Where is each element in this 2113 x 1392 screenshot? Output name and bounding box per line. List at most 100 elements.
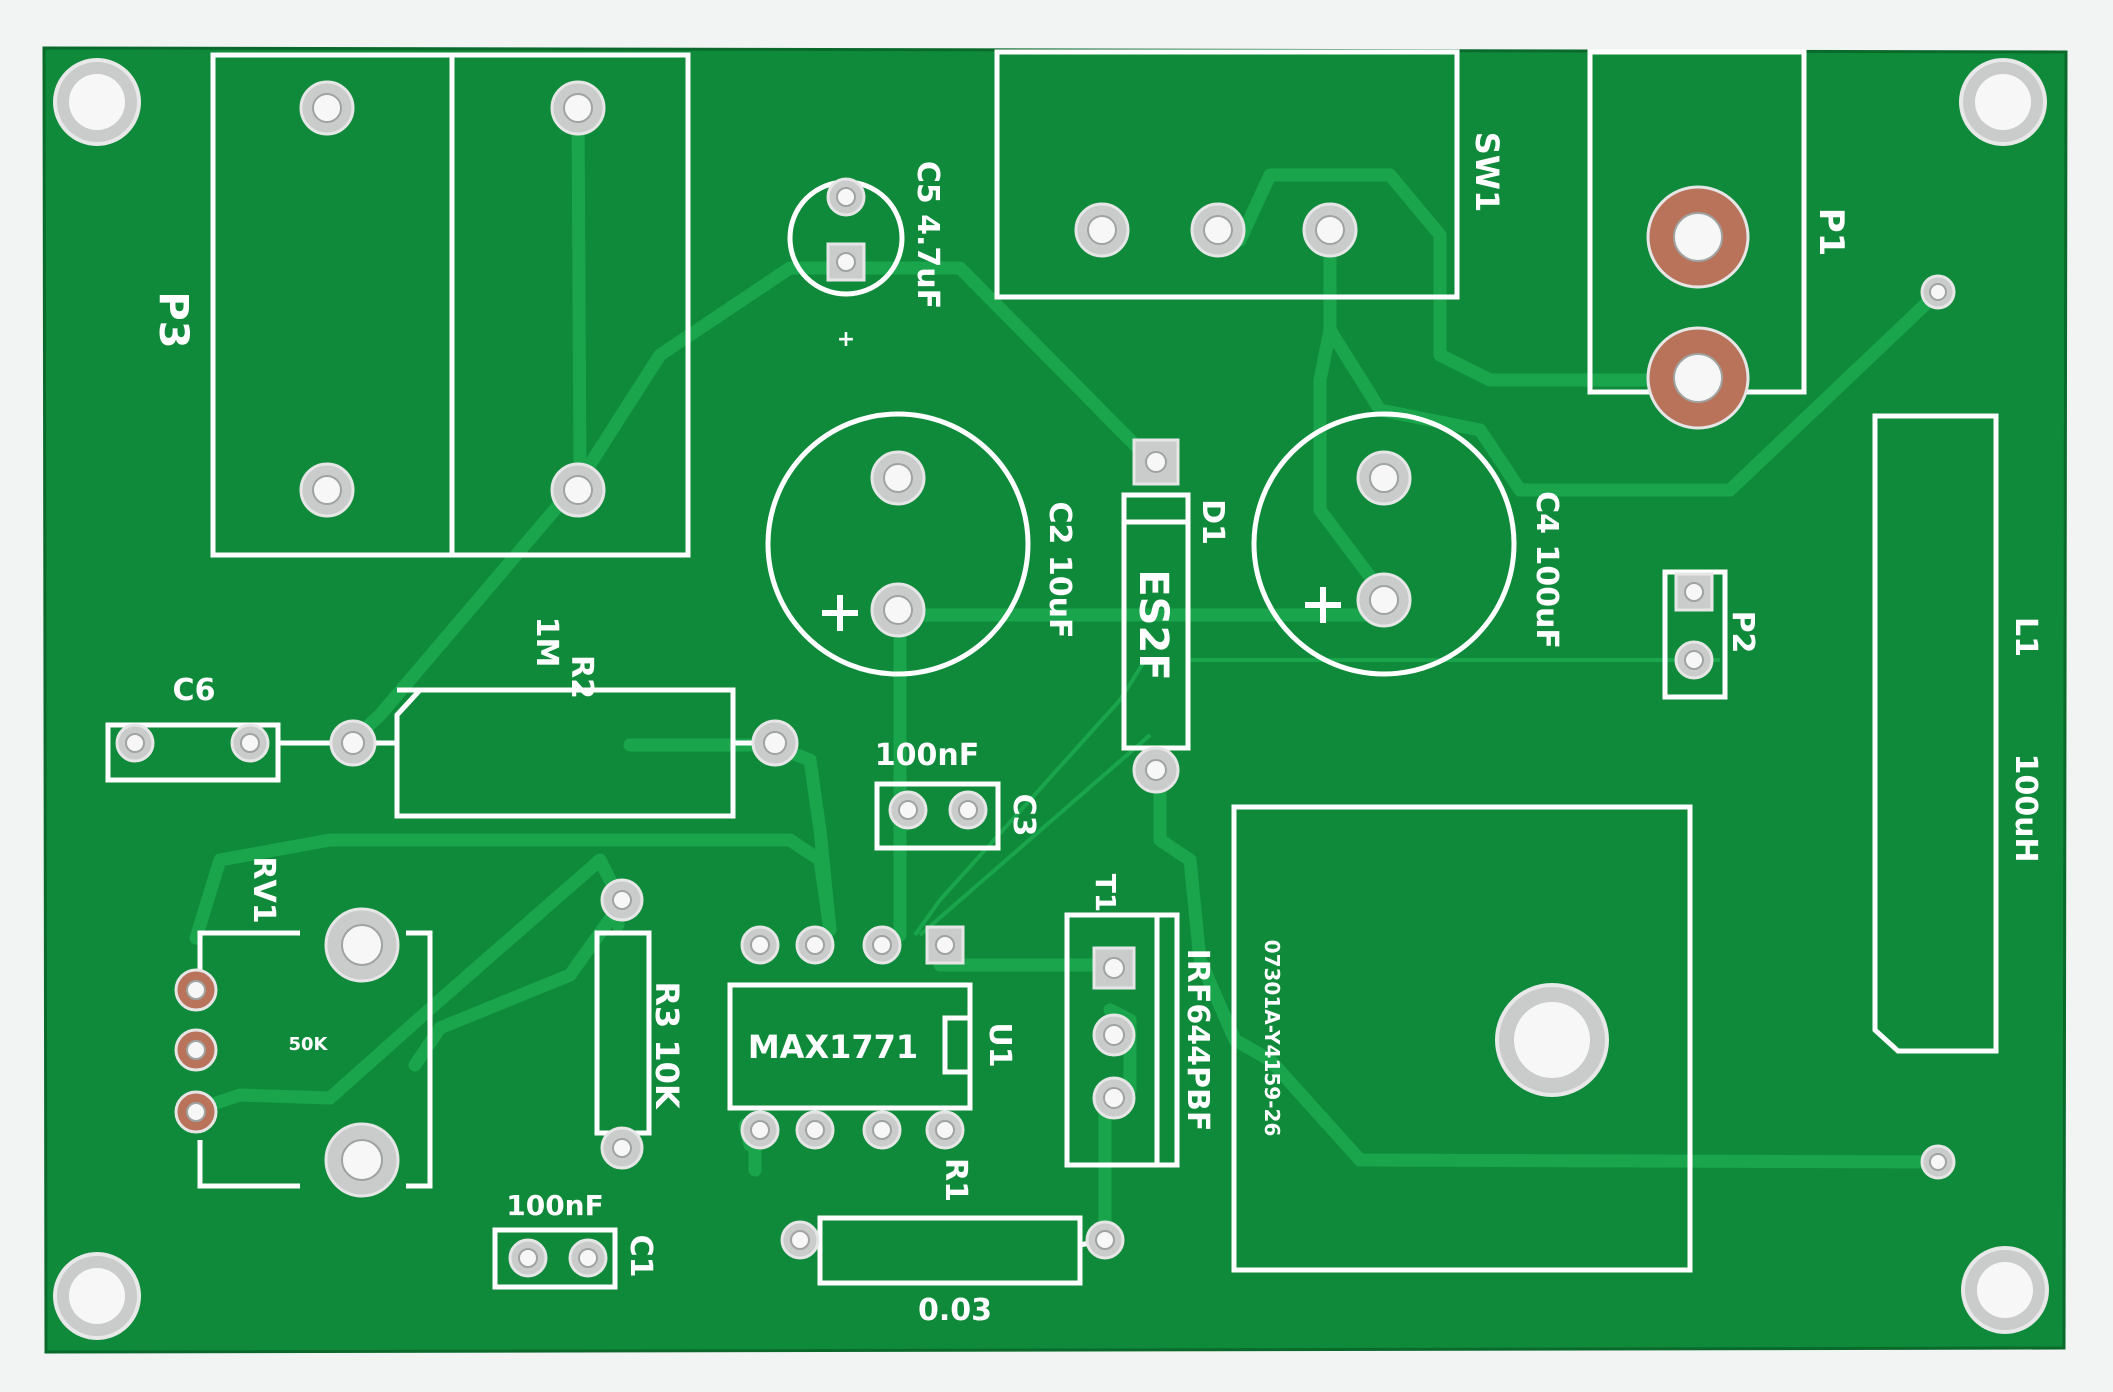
c5-plus-label: + — [837, 327, 855, 352]
p3-label: P3 — [150, 291, 196, 348]
drill-hole — [1673, 212, 1723, 262]
c4-label: C4 100uF — [1529, 491, 1564, 649]
r1-label: R1 — [938, 1158, 973, 1202]
drill-hole — [836, 252, 856, 272]
drill-hole — [1145, 451, 1167, 473]
drill-hole — [935, 1120, 955, 1140]
drill-hole — [125, 733, 145, 753]
c2-outline — [765, 411, 1031, 677]
drill-hole — [1103, 1087, 1125, 1109]
drill-hole — [805, 935, 825, 955]
l1-label: L1 — [2008, 617, 2043, 657]
drill-hole — [563, 475, 593, 505]
drill-hole — [883, 595, 913, 625]
drill-hole — [790, 1230, 810, 1250]
p2-outline — [1662, 569, 1728, 700]
p2-label: P2 — [1725, 611, 1760, 654]
drill-hole — [186, 1040, 206, 1060]
r2-label: R2 — [564, 655, 599, 699]
drill-hole — [1369, 463, 1399, 493]
drill-hole — [578, 1248, 598, 1268]
r2-value-label: 1M — [529, 617, 564, 668]
pad-icon — [925, 925, 965, 965]
heatsink-outline — [1231, 804, 1693, 1273]
drill-hole — [836, 187, 856, 207]
mounting-holes — [53, 58, 2049, 1340]
thin-traces — [913, 658, 1720, 937]
c5-label: C5 4.7uF — [910, 161, 945, 309]
drill-hole — [1087, 215, 1117, 245]
drill-hole — [563, 93, 593, 123]
drill-hole — [341, 731, 365, 755]
drill-hole — [898, 800, 918, 820]
rv1-label: RV1 — [246, 856, 281, 923]
drill-hole — [805, 1120, 825, 1140]
sw1-outline — [994, 49, 1460, 300]
drill-hole — [1315, 215, 1345, 245]
drill-hole — [935, 935, 955, 955]
drill-hole — [186, 980, 206, 1000]
r3-label: R3 10K — [648, 981, 686, 1110]
c1-value-label: 100nF — [506, 1189, 604, 1222]
pads — [115, 80, 1956, 1278]
drill-hole — [1145, 759, 1167, 781]
drill-hole — [872, 935, 892, 955]
p1-label: P1 — [1811, 208, 1851, 257]
sw1-label: SW1 — [1468, 132, 1506, 213]
drill-hole — [1203, 215, 1233, 245]
c3-outline — [874, 781, 1001, 851]
drill-hole — [1673, 353, 1723, 403]
d1-label: D1 — [1195, 499, 1230, 545]
c3-label: C3 — [1006, 794, 1041, 837]
drill-hole — [1103, 957, 1125, 979]
drill-hole — [750, 935, 770, 955]
drill-hole — [312, 93, 342, 123]
drill-hole — [240, 733, 260, 753]
u1-label: U1 — [982, 1022, 1017, 1067]
drill-hole — [883, 463, 913, 493]
c1-label: C1 — [623, 1235, 658, 1278]
r2-outline — [394, 687, 736, 819]
drill-hole — [612, 1138, 632, 1158]
heatsink-code-label: 07301A-Y4159-26 — [1260, 940, 1284, 1137]
plus-marks — [822, 587, 1341, 631]
c2-label: C2 10uF — [1042, 502, 1077, 639]
u1-outline — [727, 982, 973, 1111]
drill-hole — [1095, 1230, 1115, 1250]
drill-hole — [312, 475, 342, 505]
rv1-value-label: 50K — [289, 1034, 329, 1055]
t1-label: T1 — [1089, 874, 1122, 913]
drill-hole — [1929, 283, 1947, 301]
l1-outline — [1872, 413, 1999, 1054]
drill-hole — [958, 800, 978, 820]
drill-hole — [1103, 1024, 1125, 1046]
drill-hole — [186, 1102, 206, 1122]
drill-hole — [872, 1120, 892, 1140]
t1-outline — [1064, 912, 1180, 1168]
drill-hole — [341, 1139, 383, 1181]
c6-label: C6 — [173, 673, 216, 708]
drill-hole — [612, 890, 632, 910]
drill-hole — [1369, 585, 1399, 615]
drill-hole — [1684, 582, 1704, 602]
pad-icon — [826, 242, 866, 282]
c1-outline — [492, 1227, 618, 1290]
max1771-label: MAX1771 — [748, 1028, 918, 1066]
c3-value-label: 100nF — [875, 738, 979, 773]
drill-hole — [1929, 1153, 1947, 1171]
drill-hole — [341, 924, 383, 966]
drill-hole — [518, 1248, 538, 1268]
silkscreen-text: P3 C5 4.7uF + SW1 P1 C2 10uF D1 ES2F C4 … — [150, 132, 2043, 1328]
es2f-label: ES2F — [1130, 569, 1176, 680]
c6-outline — [105, 722, 281, 783]
drill-hole — [1684, 650, 1704, 670]
irf-label: IRF644PBF — [1180, 949, 1215, 1132]
r1-outline — [817, 1215, 1083, 1286]
drill-hole — [763, 731, 787, 755]
l1-value-label: 100uH — [2008, 753, 2043, 862]
r1-value-label: 0.03 — [918, 1293, 992, 1328]
silkscreen-outlines — [105, 49, 1999, 1290]
drill-hole — [750, 1120, 770, 1140]
